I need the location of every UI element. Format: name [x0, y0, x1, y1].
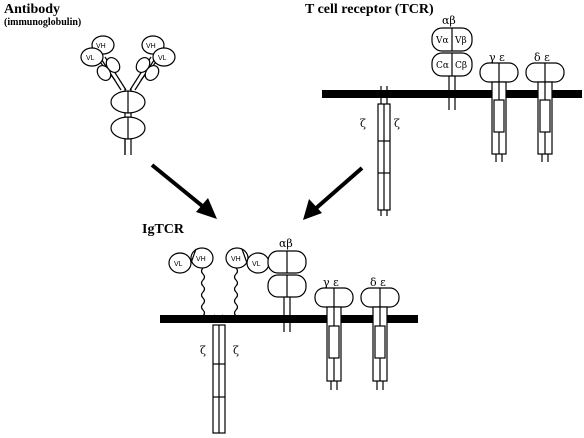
tcr-alphabeta-chain: αβ Vα Vβ Cα Cβ — [431, 14, 473, 110]
igtcr-vl-right-label: VL — [252, 261, 261, 268]
igtcr-scfv-left: VL VH — [168, 247, 216, 323]
igtcr-vh-left-label: VH — [196, 256, 206, 263]
tcr-group: T cell receptor (TCR) αβ Vα Vβ Cα Cβ γ ε — [305, 2, 582, 216]
igtcr-delta-epsilon-chain: δ ε — [360, 276, 400, 390]
antibody-vl-left-domain — [80, 47, 104, 67]
igtcr-zeta-chain: ζ ζ — [200, 324, 239, 434]
tcr-c-alpha-label: Cα — [436, 61, 449, 71]
antibody-vh-left-label: VH — [96, 43, 106, 50]
igtcr-gamma-epsilon-chain: γ ε — [314, 276, 354, 390]
arrow-tcr-to-igtcr — [303, 166, 364, 220]
tcr-v-alpha-label: Vα — [435, 36, 449, 46]
tcr-membrane — [322, 90, 582, 98]
igtcr-alphabeta-label: αβ — [279, 237, 293, 250]
tcr-zeta-left-label: ζ — [360, 117, 366, 130]
antibody-vl-left-label: VL — [86, 55, 95, 62]
antibody-right-fab: VH VL — [135, 35, 176, 82]
igtcr-gamma-epsilon-label: γ ε — [323, 276, 339, 289]
antibody-left-fab: VH VL — [80, 35, 121, 82]
tcr-gamma-epsilon-label: γ ε — [489, 51, 505, 64]
tcr-delta-epsilon-chain: δ ε — [525, 51, 565, 162]
igtcr-vh-right-label: VH — [231, 256, 241, 263]
tcr-c-beta-label: Cβ — [455, 61, 467, 71]
tcr-v-beta-label: Vβ — [454, 36, 467, 46]
antibody-vh-right-label: VH — [146, 43, 156, 50]
antibody-subtitle: (immunoglobulin) — [4, 17, 81, 28]
igtcr-membrane — [160, 315, 418, 323]
igtcr-zeta-right-label: ζ — [233, 344, 239, 357]
antibody-fc — [110, 88, 146, 155]
igtcr-delta-epsilon-label: δ ε — [370, 276, 386, 289]
tcr-gamma-epsilon-chain: γ ε — [479, 51, 519, 162]
tcr-zeta-chain: ζ ζ — [360, 86, 400, 216]
arrow-antibody-to-igtcr — [150, 163, 217, 219]
antibody-title: Antibody — [4, 2, 60, 17]
antibody-vl-right-domain — [152, 47, 176, 67]
tcr-alphabeta-label: αβ — [442, 14, 456, 27]
igtcr-title: IgTCR — [142, 222, 185, 237]
tcr-title: T cell receptor (TCR) — [305, 2, 434, 17]
igtcr-group: IgTCR VL VH VH VL αβ — [142, 222, 418, 434]
tcr-delta-epsilon-label: δ ε — [534, 51, 550, 64]
igtcr-alphabeta-chain: αβ — [267, 237, 307, 332]
antibody-group: Antibody (immunoglobulin) VH VL VH VL — [4, 2, 176, 155]
antibody-vl-right-label: VL — [158, 55, 167, 62]
igtcr-vl-left-label: VL — [174, 261, 183, 268]
igtcr-zeta-left-label: ζ — [200, 344, 206, 357]
tcr-zeta-right-label: ζ — [394, 117, 400, 130]
igtcr-scfv-right: VH VL — [221, 247, 270, 323]
